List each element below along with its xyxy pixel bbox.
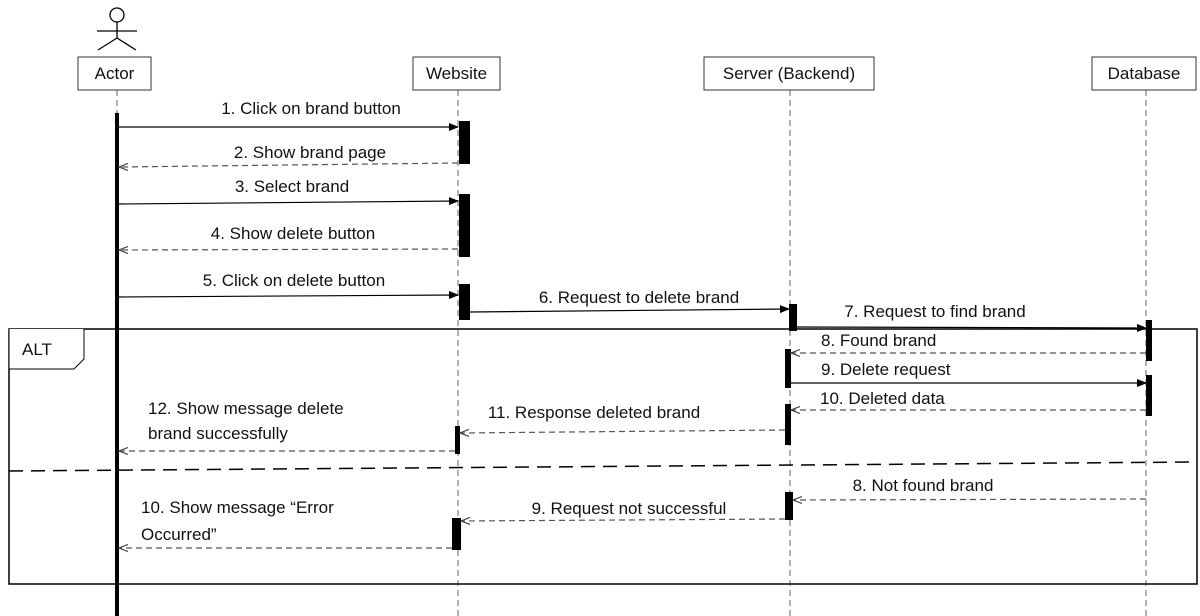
message-12-success: 12. Show message delete brand successful… xyxy=(119,399,455,451)
participant-website-label: Website xyxy=(426,64,487,83)
message-10-error-label-line1: 10. Show message “Error xyxy=(141,498,334,517)
activation-server-3 xyxy=(785,404,791,445)
message-1-label: 1. Click on brand button xyxy=(221,99,401,118)
message-8-not-found: 8. Not found brand xyxy=(793,476,1147,500)
activation-database-2 xyxy=(1146,375,1152,416)
activation-website-5 xyxy=(452,518,461,550)
participant-actor: Actor xyxy=(77,56,152,91)
message-6: 6. Request to delete brand xyxy=(469,288,790,314)
message-5-label: 5. Click on delete button xyxy=(203,271,385,290)
alt-fragment-separator xyxy=(8,461,1198,472)
activation-server-4 xyxy=(785,492,793,520)
message-12-success-label-line1: 12. Show message delete xyxy=(148,399,344,418)
participant-website: Website xyxy=(412,56,501,91)
message-7: 7. Request to find brand xyxy=(796,302,1147,332)
message-10-deleted: 10. Deleted data xyxy=(791,389,1146,410)
actor-stick-figure-icon xyxy=(97,7,137,51)
participant-database-label: Database xyxy=(1108,64,1181,83)
message-11-response-label: 11. Response deleted brand xyxy=(488,403,700,422)
message-8-found: 8. Found brand xyxy=(791,331,1146,353)
message-9-not-successful-label: 9. Request not successful xyxy=(532,499,727,518)
message-9-delete-label: 9. Delete request xyxy=(821,360,951,379)
message-8-not-found-label: 8. Not found brand xyxy=(853,476,994,495)
message-9-not-successful: 9. Request not successful xyxy=(461,499,786,521)
message-3-label: 3. Select brand xyxy=(235,177,349,196)
activation-server-2 xyxy=(785,349,791,388)
message-8-found-label: 8. Found brand xyxy=(821,331,936,350)
message-4: 4. Show delete button xyxy=(119,224,459,250)
message-9-delete: 9. Delete request xyxy=(791,360,1147,387)
activation-actor xyxy=(115,113,119,616)
message-10-deleted-label: 10. Deleted data xyxy=(820,389,945,408)
message-10-error-label-line2: Occurred” xyxy=(141,525,217,544)
message-10-error: 10. Show message “Error Occurred” xyxy=(119,498,452,548)
activation-server-1 xyxy=(789,304,797,331)
message-5: 5. Click on delete button xyxy=(118,271,459,300)
activation-website-1 xyxy=(459,121,470,164)
participant-database: Database xyxy=(1091,56,1197,91)
message-1: 1. Click on brand button xyxy=(119,99,459,131)
message-6-label: 6. Request to delete brand xyxy=(539,288,739,307)
message-12-success-label-line2: brand successfully xyxy=(148,424,288,443)
activation-website-3 xyxy=(459,284,470,320)
alt-fragment: ALT xyxy=(8,328,1198,585)
message-11-response: 11. Response deleted brand xyxy=(460,403,786,433)
participant-actor-label: Actor xyxy=(95,64,135,83)
alt-fragment-label: ALT xyxy=(22,340,52,359)
message-7-label: 7. Request to find brand xyxy=(844,302,1025,321)
activation-database-1 xyxy=(1146,320,1152,361)
activation-website-4 xyxy=(455,426,460,454)
participant-server-label: Server (Backend) xyxy=(723,64,855,83)
message-2-label: 2. Show brand page xyxy=(234,143,386,162)
message-2: 2. Show brand page xyxy=(119,143,459,167)
activation-website-2 xyxy=(459,194,470,257)
message-3: 3. Select brand xyxy=(118,177,459,206)
participant-server: Server (Backend) xyxy=(703,56,875,91)
message-4-label: 4. Show delete button xyxy=(211,224,375,243)
